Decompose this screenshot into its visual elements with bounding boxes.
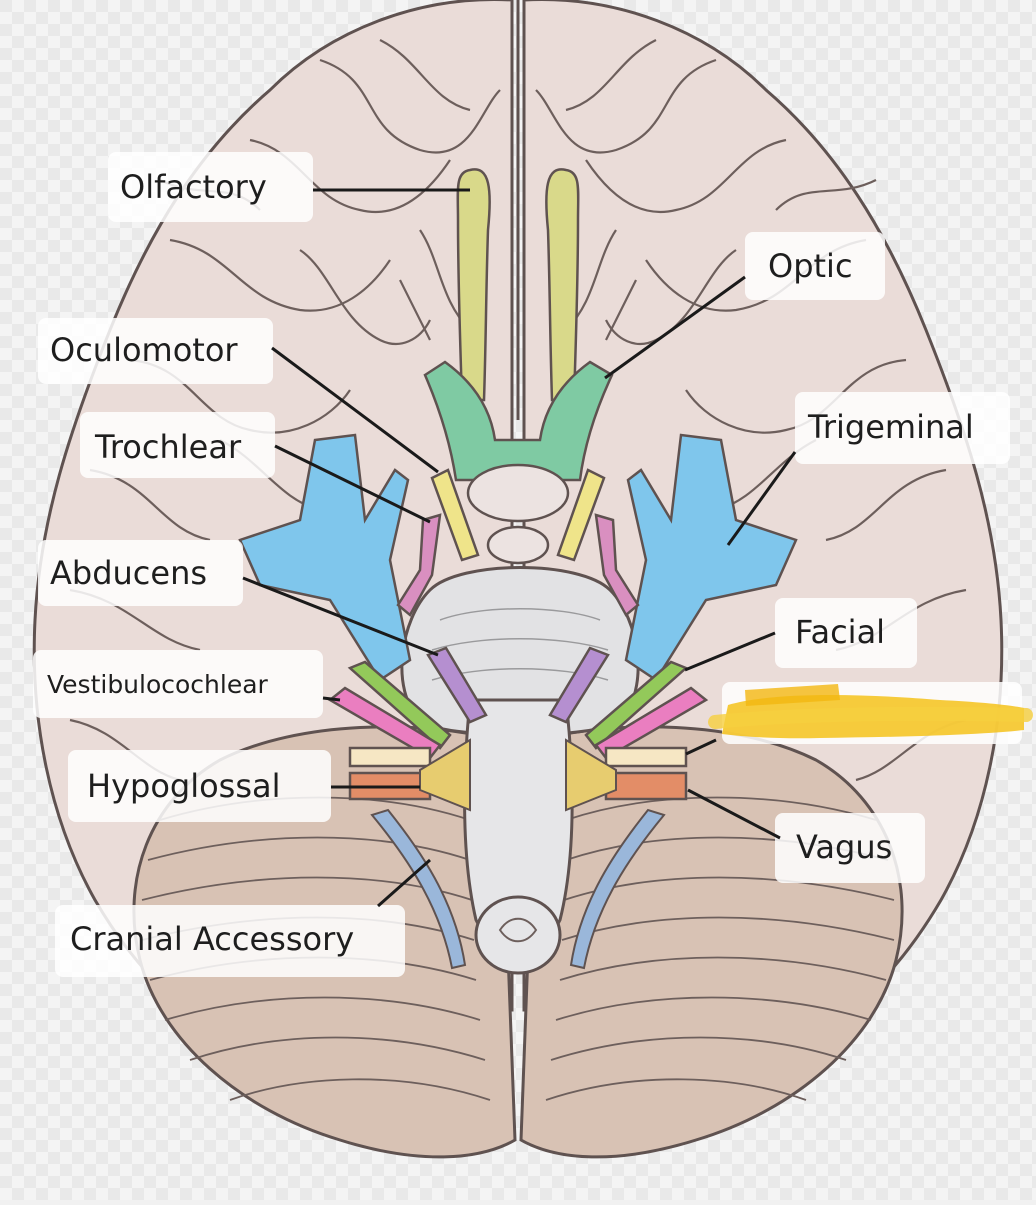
label-cranial-accessory: Cranial Accessory bbox=[70, 920, 354, 958]
label-vagus: Vagus bbox=[796, 828, 892, 866]
optic-chiasm bbox=[423, 360, 614, 482]
labels: Olfactory Optic Oculomotor Trigeminal Tr… bbox=[47, 168, 974, 958]
label-trochlear: Trochlear bbox=[94, 428, 242, 466]
accessory-nerves bbox=[370, 808, 666, 970]
label-abducens: Abducens bbox=[50, 554, 207, 592]
pituitary-stalk bbox=[466, 463, 570, 523]
trochlear-nerves bbox=[396, 513, 640, 617]
oculomotor-nerves bbox=[430, 468, 606, 562]
label-oculomotor: Oculomotor bbox=[50, 331, 238, 369]
trigeminal-nerves bbox=[238, 433, 798, 682]
label-trigeminal: Trigeminal bbox=[807, 408, 974, 446]
leader-lines bbox=[242, 188, 797, 908]
label-olfactory: Olfactory bbox=[120, 168, 267, 206]
mammillary-bodies bbox=[486, 525, 550, 565]
spinal-cord-section bbox=[474, 895, 562, 975]
label-vestibulocochlear: Vestibulocochlear bbox=[47, 670, 269, 699]
glossopharyngeal-nerves bbox=[348, 746, 688, 768]
label-backgrounds bbox=[33, 152, 1022, 977]
vestibulocochlear-nerves bbox=[327, 686, 709, 760]
facial-nerves bbox=[347, 660, 689, 750]
olfactory-nerves bbox=[456, 168, 580, 402]
abducens-nerves bbox=[426, 646, 610, 724]
label-hypoglossal: Hypoglossal bbox=[87, 767, 281, 805]
highlighter-mark bbox=[708, 684, 1033, 739]
label-optic: Optic bbox=[768, 247, 853, 285]
vagus-nerves bbox=[348, 771, 688, 801]
hypoglossal-roots bbox=[419, 738, 617, 812]
label-facial: Facial bbox=[795, 613, 885, 651]
